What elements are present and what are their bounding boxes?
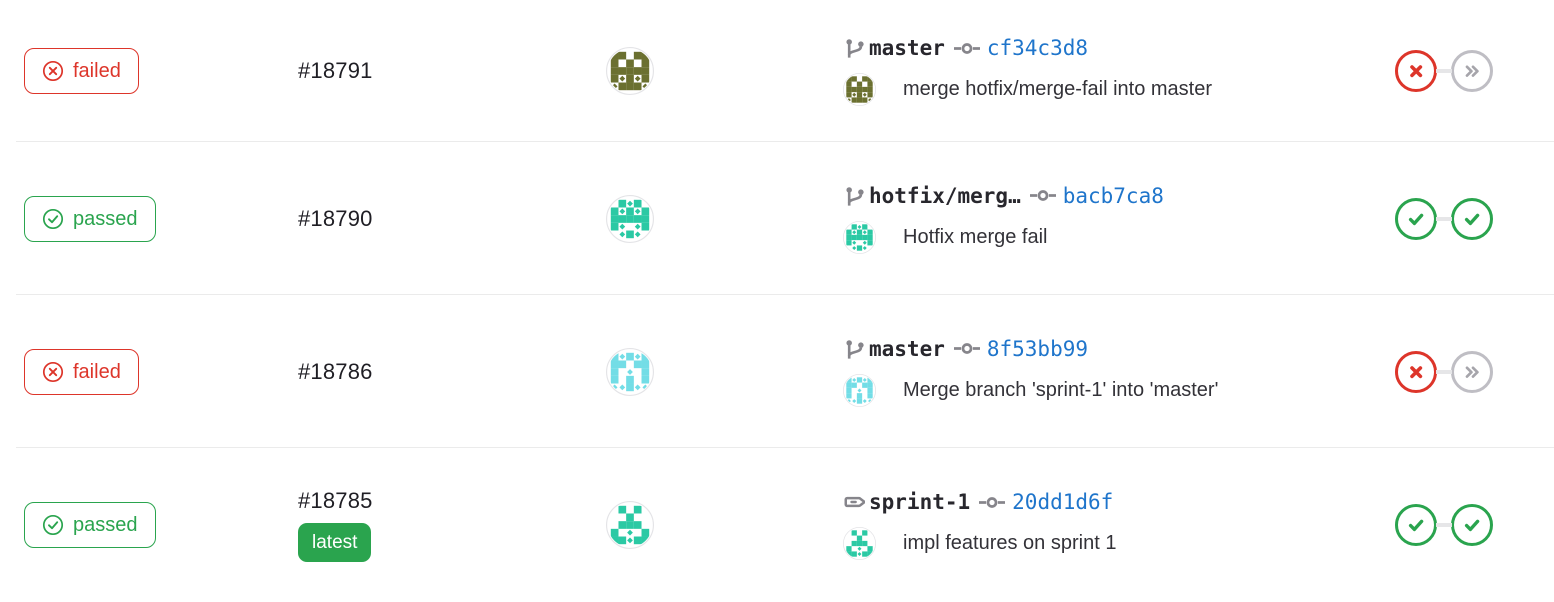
status-label: passed (73, 207, 138, 230)
stage-passed-icon[interactable] (1395, 197, 1437, 240)
status-badge-passed[interactable]: passed (24, 502, 156, 548)
pipeline-row: failed #18786 master 8f53bb99 Merge bran… (0, 295, 1554, 448)
passed-circle-check-icon (42, 514, 64, 536)
pipeline-id-cell: #18786 (298, 295, 556, 448)
stage-passed-icon[interactable] (1451, 504, 1493, 546)
commit-author-avatar[interactable] (843, 373, 876, 407)
commit-message-line: impl features on sprint 1 (843, 527, 1116, 560)
commit-author-avatar[interactable] (843, 527, 876, 560)
pipeline-row: failed #18791 master cf34c3d8 merge hotf… (0, 0, 1554, 142)
pipeline-id-cell: #18785 latest (298, 448, 556, 602)
ref-line: sprint-1 20dd1d6f (843, 490, 1113, 514)
failed-circle-x-icon (42, 361, 64, 382)
ref-name-link[interactable]: master (869, 336, 945, 361)
triggerer-cell (556, 448, 704, 602)
commit-icon (1029, 190, 1056, 201)
status-label: failed (73, 360, 121, 383)
commit-icon (979, 496, 1006, 508)
stage-connector (1436, 523, 1452, 527)
commit-cell: hotfix/merg… bacb7ca8 Hotfix merge fail (704, 142, 1380, 295)
pipeline-id-link[interactable]: #18786 (298, 358, 373, 384)
stage-failed-icon[interactable] (1395, 50, 1437, 92)
ref-name-link[interactable]: hotfix/merg… (869, 183, 1021, 208)
commit-author-avatar[interactable] (843, 220, 876, 254)
status-label: failed (73, 60, 121, 82)
stage-skipped-icon[interactable] (1451, 350, 1493, 393)
commit-author-avatar[interactable] (843, 73, 876, 106)
stage-connector (1436, 216, 1452, 221)
ref-line: hotfix/merg… bacb7ca8 (843, 184, 1164, 208)
ref-name-link[interactable]: master (869, 36, 945, 60)
commit-sha-link[interactable]: cf34c3d8 (986, 36, 1089, 60)
commit-message-line: Hotfix merge fail (843, 220, 1048, 254)
commit-message-line: Merge branch 'sprint-1' into 'master' (843, 373, 1219, 407)
triggerer-cell (556, 0, 704, 142)
mini-pipeline-graph (1380, 142, 1554, 295)
pipeline-id-cell: #18791 (298, 0, 556, 142)
commit-cell: sprint-1 20dd1d6f impl features on sprin… (704, 448, 1380, 602)
commit-message-link[interactable]: Hotfix merge fail (903, 225, 1048, 248)
commit-cell: master 8f53bb99 Merge branch 'sprint-1' … (704, 295, 1380, 448)
triggerer-avatar[interactable] (606, 47, 654, 95)
stage-passed-icon[interactable] (1451, 197, 1493, 240)
stage-passed-icon[interactable] (1395, 504, 1437, 546)
status-cell: passed (0, 142, 298, 295)
branch-icon (845, 37, 865, 59)
status-cell: failed (0, 0, 298, 142)
status-badge-failed[interactable]: failed (24, 348, 139, 395)
stage-failed-icon[interactable] (1395, 350, 1437, 393)
triggerer-avatar[interactable] (606, 347, 654, 396)
branch-icon (845, 185, 865, 207)
stage-connector (1436, 369, 1452, 374)
mini-pipeline-graph (1380, 295, 1554, 448)
stage-skipped-icon[interactable] (1451, 50, 1493, 92)
commit-sha-link[interactable]: 8f53bb99 (986, 336, 1089, 361)
branch-icon (845, 338, 865, 360)
pipeline-id-link[interactable]: #18791 (298, 58, 373, 83)
stage-connector (1436, 69, 1452, 73)
commit-cell: master cf34c3d8 merge hotfix/merge-fail … (704, 0, 1380, 142)
commit-sha-link[interactable]: bacb7ca8 (1062, 183, 1164, 208)
latest-badge: latest (298, 523, 372, 562)
failed-circle-x-icon (42, 60, 64, 82)
ref-line: master cf34c3d8 (843, 36, 1088, 60)
status-cell: failed (0, 295, 298, 448)
pipeline-row: passed #18790 hotfix/merg… bacb7ca8 Hotf… (0, 142, 1554, 295)
triggerer-cell (556, 142, 704, 295)
status-label: passed (73, 514, 138, 536)
commit-message-link[interactable]: Merge branch 'sprint-1' into 'master' (903, 378, 1219, 401)
commit-icon (953, 343, 980, 354)
status-badge-passed[interactable]: passed (24, 195, 156, 242)
commit-sha-link[interactable]: 20dd1d6f (1012, 490, 1114, 514)
status-cell: passed (0, 448, 298, 602)
triggerer-avatar[interactable] (606, 501, 654, 549)
ref-line: master 8f53bb99 (843, 337, 1088, 361)
triggerer-cell (556, 295, 704, 448)
pipeline-id-cell: #18790 (298, 142, 556, 295)
commit-message-line: merge hotfix/merge-fail into master (843, 73, 1212, 106)
commit-icon (953, 42, 980, 54)
passed-circle-check-icon (42, 208, 64, 229)
mini-pipeline-graph (1380, 448, 1554, 602)
status-badge-failed[interactable]: failed (24, 48, 139, 94)
commit-message-link[interactable]: impl features on sprint 1 (903, 532, 1117, 554)
pipeline-id-link[interactable]: #18790 (298, 205, 373, 231)
pipeline-row: passed #18785 latest sprint-1 20dd1d6f i… (0, 448, 1554, 602)
pipeline-id-link[interactable]: #18785 (298, 488, 373, 513)
mini-pipeline-graph (1380, 0, 1554, 142)
ref-name-link[interactable]: sprint-1 (869, 490, 971, 514)
commit-message-link[interactable]: merge hotfix/merge-fail into master (903, 78, 1213, 100)
triggerer-avatar[interactable] (606, 194, 654, 243)
tag-icon (844, 496, 865, 508)
